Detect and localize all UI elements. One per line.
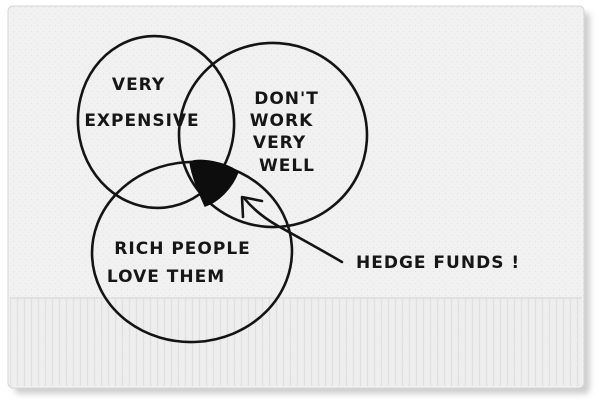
venn-circle-very-expensive xyxy=(76,34,236,210)
label-line: VERY xyxy=(112,75,165,95)
venn-circle-rich-people xyxy=(90,160,294,344)
label-line: WELL xyxy=(259,156,315,176)
label-rich-people-love-them: RICH PEOPLE LOVE THEM xyxy=(107,239,258,287)
venn-intersection-region xyxy=(189,159,239,207)
label-line: DON'T xyxy=(254,89,319,109)
label-very-expensive: VERY EXPENSIVE xyxy=(84,75,199,131)
label-line: VERY xyxy=(253,133,306,153)
annotation-hedge-funds: HEDGE FUNDS ! xyxy=(356,253,520,273)
label-line: LOVE THEM xyxy=(107,267,225,287)
label-line: WORK xyxy=(250,111,313,131)
annotation-arrow-head xyxy=(240,195,264,219)
napkin-fringe xyxy=(10,298,582,386)
label-dont-work-very-well: DON'T WORK VERY WELL xyxy=(250,89,326,176)
napkin-surface xyxy=(7,5,585,389)
annotation-arrow-line xyxy=(242,196,344,264)
label-line: EXPENSIVE xyxy=(84,111,199,131)
venn-circle-dont-work xyxy=(177,41,369,229)
label-line: RICH PEOPLE xyxy=(114,239,250,259)
